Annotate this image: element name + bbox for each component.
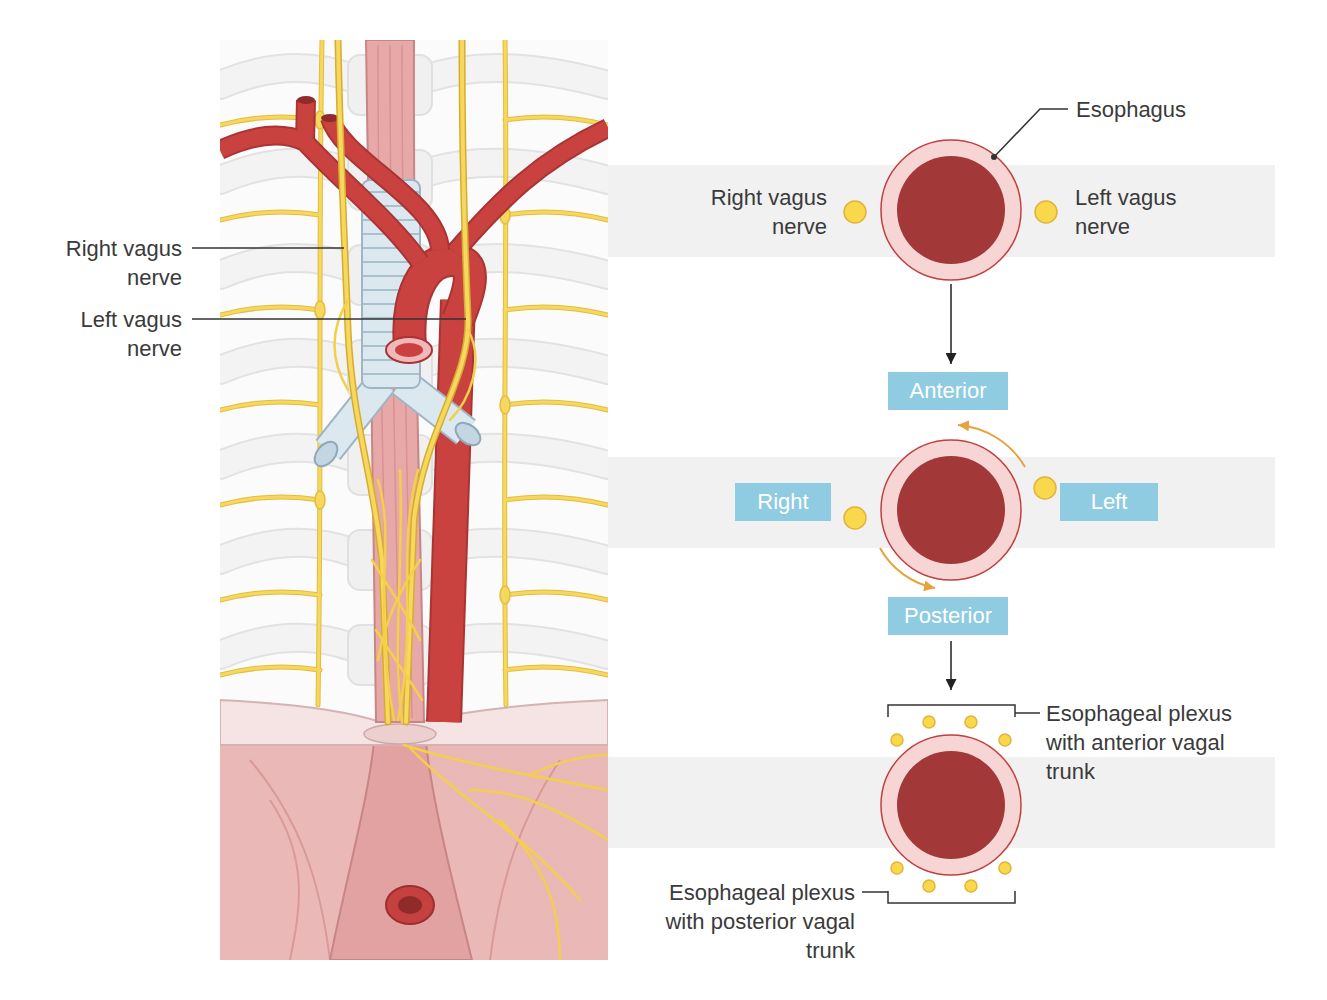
label-text: Esophagus (1076, 97, 1186, 122)
thorax-illustration (220, 40, 608, 960)
nerve-dot (891, 862, 903, 874)
direction-text: Anterior (909, 377, 986, 405)
text-label: Esophagus (1076, 95, 1276, 124)
nerve-dot (1035, 201, 1057, 223)
esophageal-plexus (335, 300, 609, 960)
artery-cut (321, 114, 339, 122)
vagus-nerves (335, 40, 609, 960)
esophagus-lumen (897, 751, 1005, 859)
direction-tag: Left (1060, 483, 1158, 521)
text-label: Right vagus nerve (40, 234, 182, 292)
esophagus-ring (881, 440, 1021, 580)
ganglion (500, 396, 510, 414)
aortic-arch (409, 260, 470, 345)
aorta-cut (386, 886, 434, 924)
vagus-nerve-outline (338, 40, 468, 722)
plexus-dots (891, 716, 1011, 892)
bronchus-cut (310, 437, 342, 470)
ganglion (315, 491, 325, 509)
flow-arrow (950, 641, 952, 690)
leader-line (192, 318, 466, 320)
leader-line (192, 247, 344, 249)
nerve-dot (965, 880, 977, 892)
text-label: Esophageal plexus with posterior vagal t… (640, 878, 855, 965)
nerve-dot (999, 734, 1011, 746)
rotation-arrow (880, 548, 935, 588)
aorta-lumen (398, 896, 422, 914)
label-text: Right vagus nerve (66, 236, 182, 290)
label-text: Esophageal plexus with anterior vagal tr… (1046, 701, 1232, 784)
descending-aorta-outline (444, 300, 458, 722)
artery (220, 100, 608, 262)
text-label: Left vagus nerve (1075, 183, 1225, 241)
text-label: Left vagus nerve (40, 305, 182, 363)
text-label: Right vagus nerve (687, 183, 827, 241)
direction-text: Right (757, 488, 808, 516)
rotation-arrow (958, 425, 1025, 467)
label-text: Esophageal plexus with posterior vagal t… (665, 880, 855, 963)
ganglion (315, 301, 325, 319)
aortic-arch-outline (409, 260, 470, 345)
nerve-dot (923, 716, 935, 728)
artery-cut (297, 96, 315, 104)
nerve-dot (965, 716, 977, 728)
esophageal-hiatus (364, 724, 436, 744)
bracket (888, 705, 1040, 717)
text-label: Esophageal plexus with anterior vagal tr… (1046, 699, 1261, 786)
vagus-nerve (338, 40, 468, 722)
stomach (220, 740, 608, 960)
leader-line (994, 109, 1068, 157)
flow-arrow (950, 284, 952, 364)
cardia (330, 742, 472, 960)
bronchus-cut (451, 418, 484, 449)
ascending-aorta-lumen (395, 343, 423, 357)
esophagus-lumen (897, 156, 1005, 264)
artery-outline (220, 100, 608, 262)
descending-aorta (444, 300, 458, 722)
ascending-aorta-cut (386, 337, 432, 363)
nerve-dot (999, 862, 1011, 874)
direction-tag: Anterior (888, 372, 1008, 410)
label-text: Right vagus nerve (711, 185, 827, 239)
nerve-dot (1034, 477, 1056, 499)
direction-tag: Right (735, 483, 831, 521)
nerve-dot (844, 507, 866, 529)
esophagus-ring (881, 140, 1021, 280)
esophagus-lumen (897, 456, 1005, 564)
ganglion (500, 586, 510, 604)
nerve-dot (844, 201, 866, 223)
direction-text: Left (1091, 488, 1128, 516)
nerve-dot (923, 880, 935, 892)
bracket (862, 891, 1015, 903)
label-text: Left vagus nerve (1075, 185, 1177, 239)
direction-text: Posterior (904, 602, 992, 630)
esophagus-ring (881, 735, 1021, 875)
panel-ground (220, 40, 608, 960)
label-text: Left vagus nerve (80, 307, 182, 361)
direction-tag: Posterior (888, 597, 1008, 635)
nerve-dot (891, 734, 903, 746)
leader-dot (991, 154, 997, 160)
arch-vessels (220, 100, 608, 345)
